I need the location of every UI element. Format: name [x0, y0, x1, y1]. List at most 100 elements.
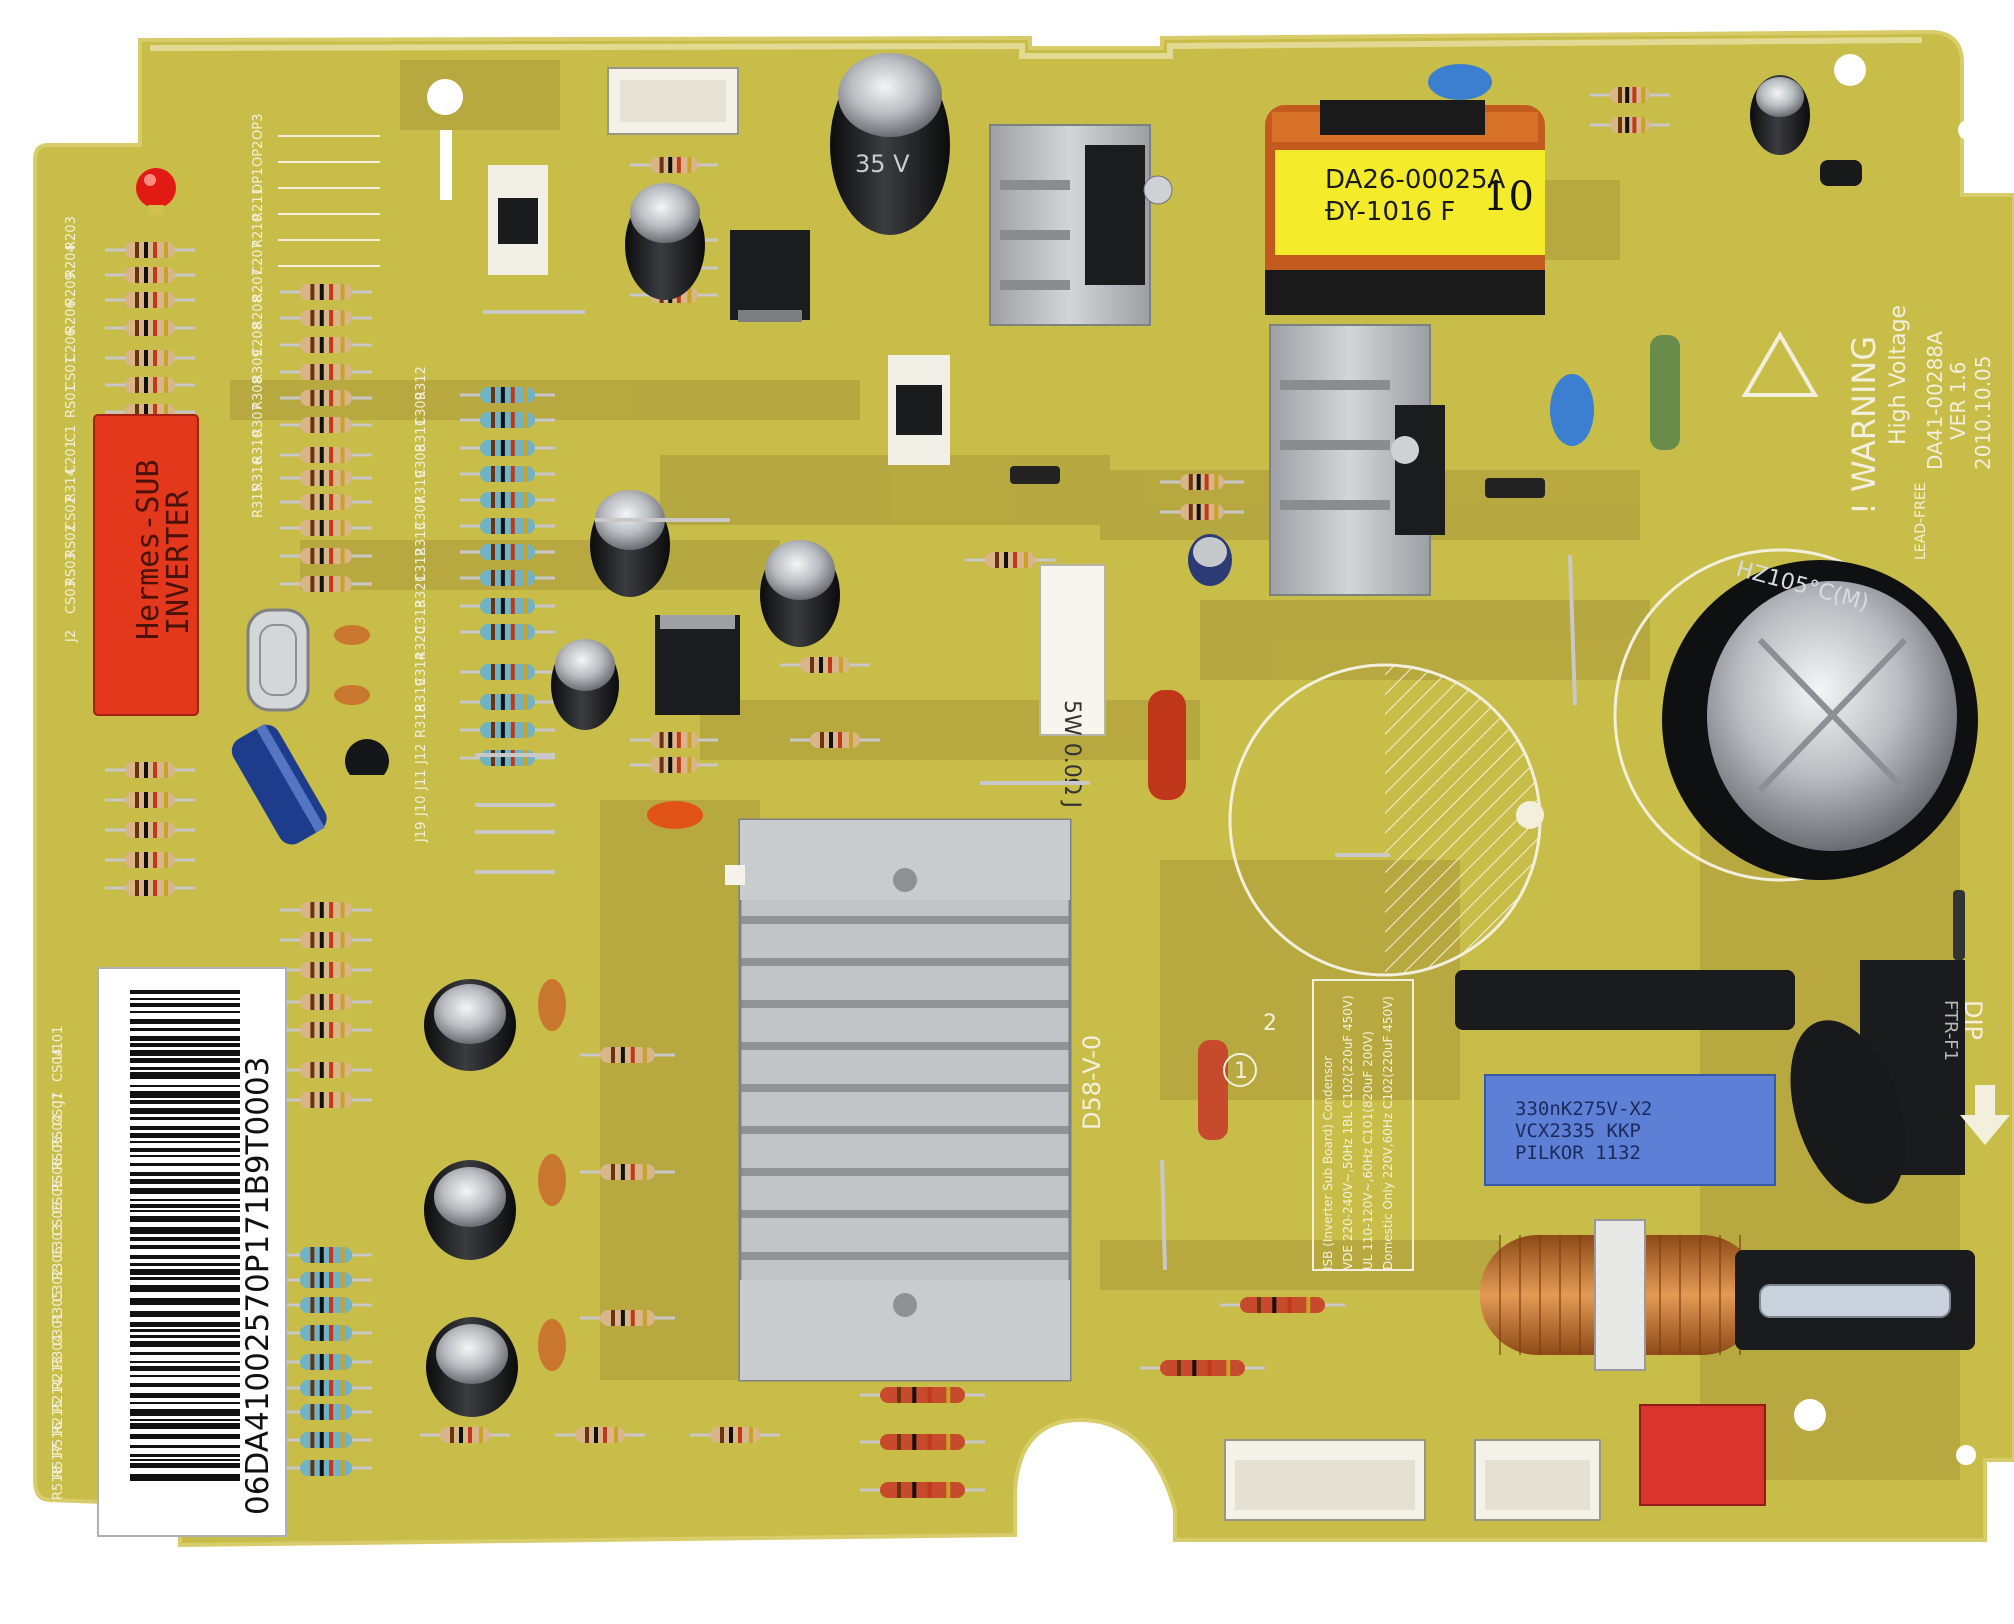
- resistor-band: [510, 722, 515, 738]
- resistor-band: [1013, 552, 1017, 568]
- resistor-band: [1177, 1360, 1181, 1376]
- resistor-band: [500, 750, 505, 766]
- designator: OP1: [251, 168, 266, 194]
- resistor-band: [659, 732, 664, 748]
- resistor-band: [611, 1310, 615, 1326]
- resistor-band: [340, 1432, 345, 1448]
- resistor-band: [1625, 87, 1630, 103]
- resistor-band: [749, 1427, 753, 1443]
- resistor-band: [144, 350, 148, 366]
- resistor-band: [310, 364, 315, 380]
- designator: J2: [64, 630, 79, 643]
- resistor-band: [340, 310, 345, 326]
- barcode-bar: [130, 1210, 240, 1212]
- resistor-band: [153, 792, 157, 808]
- resistor-band: [594, 1427, 598, 1443]
- diode-q010: [1010, 466, 1060, 484]
- resistor-band: [340, 932, 345, 948]
- resistor-band: [522, 570, 527, 586]
- resistor-band: [153, 320, 157, 336]
- resistor-band: [510, 570, 515, 586]
- resistor-band: [135, 762, 139, 778]
- barcode-bar: [130, 1463, 240, 1468]
- resistor-band: [340, 284, 345, 300]
- resistor-band: [659, 757, 664, 773]
- main-filter-capacitor: HZ105°C(M): [1613, 548, 1978, 882]
- resistor-band: [153, 350, 157, 366]
- resistor-band: [310, 520, 315, 536]
- resistor-band: [500, 440, 505, 456]
- barcode-bar: [130, 1329, 240, 1332]
- resistor-band: [491, 518, 495, 534]
- resistor-band: [164, 377, 168, 393]
- designator: R315: [251, 484, 266, 518]
- designator: R312: [414, 366, 429, 400]
- resistor-band: [687, 157, 692, 173]
- black-cover-bar: [1455, 970, 1795, 1030]
- resistor: [880, 1434, 965, 1450]
- resistor-band: [319, 1404, 324, 1420]
- resistor-band: [329, 417, 334, 433]
- designator: R208: [251, 295, 266, 329]
- resistor-band: [329, 284, 334, 300]
- resistor-band: [828, 657, 832, 673]
- barcode-bar: [130, 1255, 240, 1259]
- resistor-band: [135, 404, 139, 420]
- barcode-bar: [130, 1058, 240, 1063]
- resistor-band: [329, 494, 334, 510]
- resistor-band: [329, 548, 334, 564]
- designator: R319: [414, 470, 429, 504]
- barcode-bar: [130, 1050, 240, 1056]
- resistor-band: [849, 732, 853, 748]
- ceramic-resistor-5w: 5W 0.0Ω J: [1039, 564, 1106, 808]
- barcode-bar: [130, 1179, 240, 1184]
- designator: R309: [251, 349, 266, 383]
- designator: J10: [414, 796, 429, 817]
- resistor-band: [329, 1354, 334, 1370]
- barcode-bar: [130, 1117, 240, 1120]
- designator: R203: [64, 216, 79, 250]
- resistor-band: [500, 722, 505, 738]
- designator: R306: [51, 1246, 66, 1280]
- x2-film-capacitor: 330nK275V-X2 VCX2335 KKP PILKOR 1132: [1484, 1074, 1776, 1186]
- transistor-ic10: [1820, 160, 1862, 186]
- designator: R517: [51, 1444, 66, 1478]
- relay-marking: FTR-F1: [1940, 1000, 1961, 1061]
- resistor-band: [310, 1354, 315, 1370]
- barcode-bar: [130, 1163, 240, 1166]
- resistor-band: [319, 548, 324, 564]
- designator: CS03: [64, 580, 79, 614]
- resistor-band: [340, 1404, 345, 1420]
- designator: CS07: [51, 1092, 66, 1126]
- resistor-band: [153, 267, 157, 283]
- resistor-5w-label: 5W 0.0Ω J: [1059, 700, 1084, 808]
- resistor-band: [329, 1022, 334, 1038]
- barcode-bar: [130, 1393, 240, 1398]
- resistor-band: [319, 494, 324, 510]
- designator: R215: [51, 1400, 66, 1434]
- designator: J19: [414, 822, 429, 843]
- designator: R207: [251, 268, 266, 302]
- resistor-band: [144, 267, 148, 283]
- resistor-band: [522, 440, 527, 456]
- left-resistor-array: [278, 135, 380, 267]
- resistor-band: [687, 757, 692, 773]
- resistor-band: [135, 822, 139, 838]
- resistor-band: [340, 1272, 345, 1288]
- barcode-bar: [130, 1402, 240, 1404]
- resistor-band: [329, 1272, 334, 1288]
- designator: R313: [414, 522, 429, 556]
- designator: OP2: [251, 141, 266, 167]
- resistor-band: [329, 1380, 334, 1396]
- sub-inverter-text-1: Hermes-SUB: [131, 459, 166, 640]
- resistor-band: [839, 657, 843, 673]
- resistor-band: [164, 242, 168, 258]
- resistor-band: [340, 494, 345, 510]
- barcode-bar: [130, 1383, 240, 1387]
- resistor-band: [946, 1387, 951, 1403]
- varistor-red: [1148, 690, 1186, 800]
- resistor-band: [319, 1092, 324, 1108]
- resistor-band: [319, 1062, 324, 1078]
- resistor-band: [340, 417, 345, 433]
- resistor-band: [144, 404, 148, 420]
